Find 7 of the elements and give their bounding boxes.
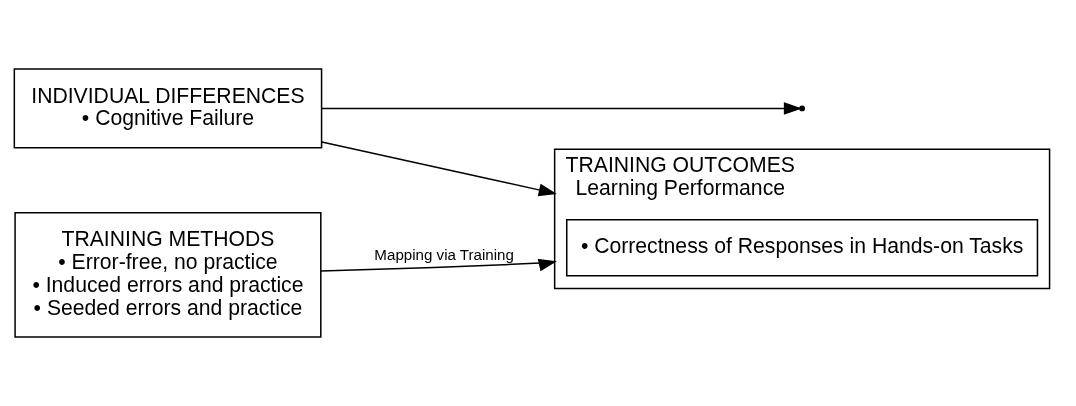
node-box: INDIVIDUAL DIFFERENCES • Cognitive Failure: [13, 68, 323, 149]
node-box: • Correctness of Responses in Hands-on Tasks: [566, 218, 1039, 277]
arrow: [321, 102, 803, 115]
arrow: [320, 258, 557, 272]
node-box: TRAINING METHODS • Error-free, no practice • Induced errors and practice • Seeded errors and practice: [14, 212, 322, 338]
arrow: [321, 141, 557, 197]
edge-label: Mapping via Training: [374, 245, 514, 263]
